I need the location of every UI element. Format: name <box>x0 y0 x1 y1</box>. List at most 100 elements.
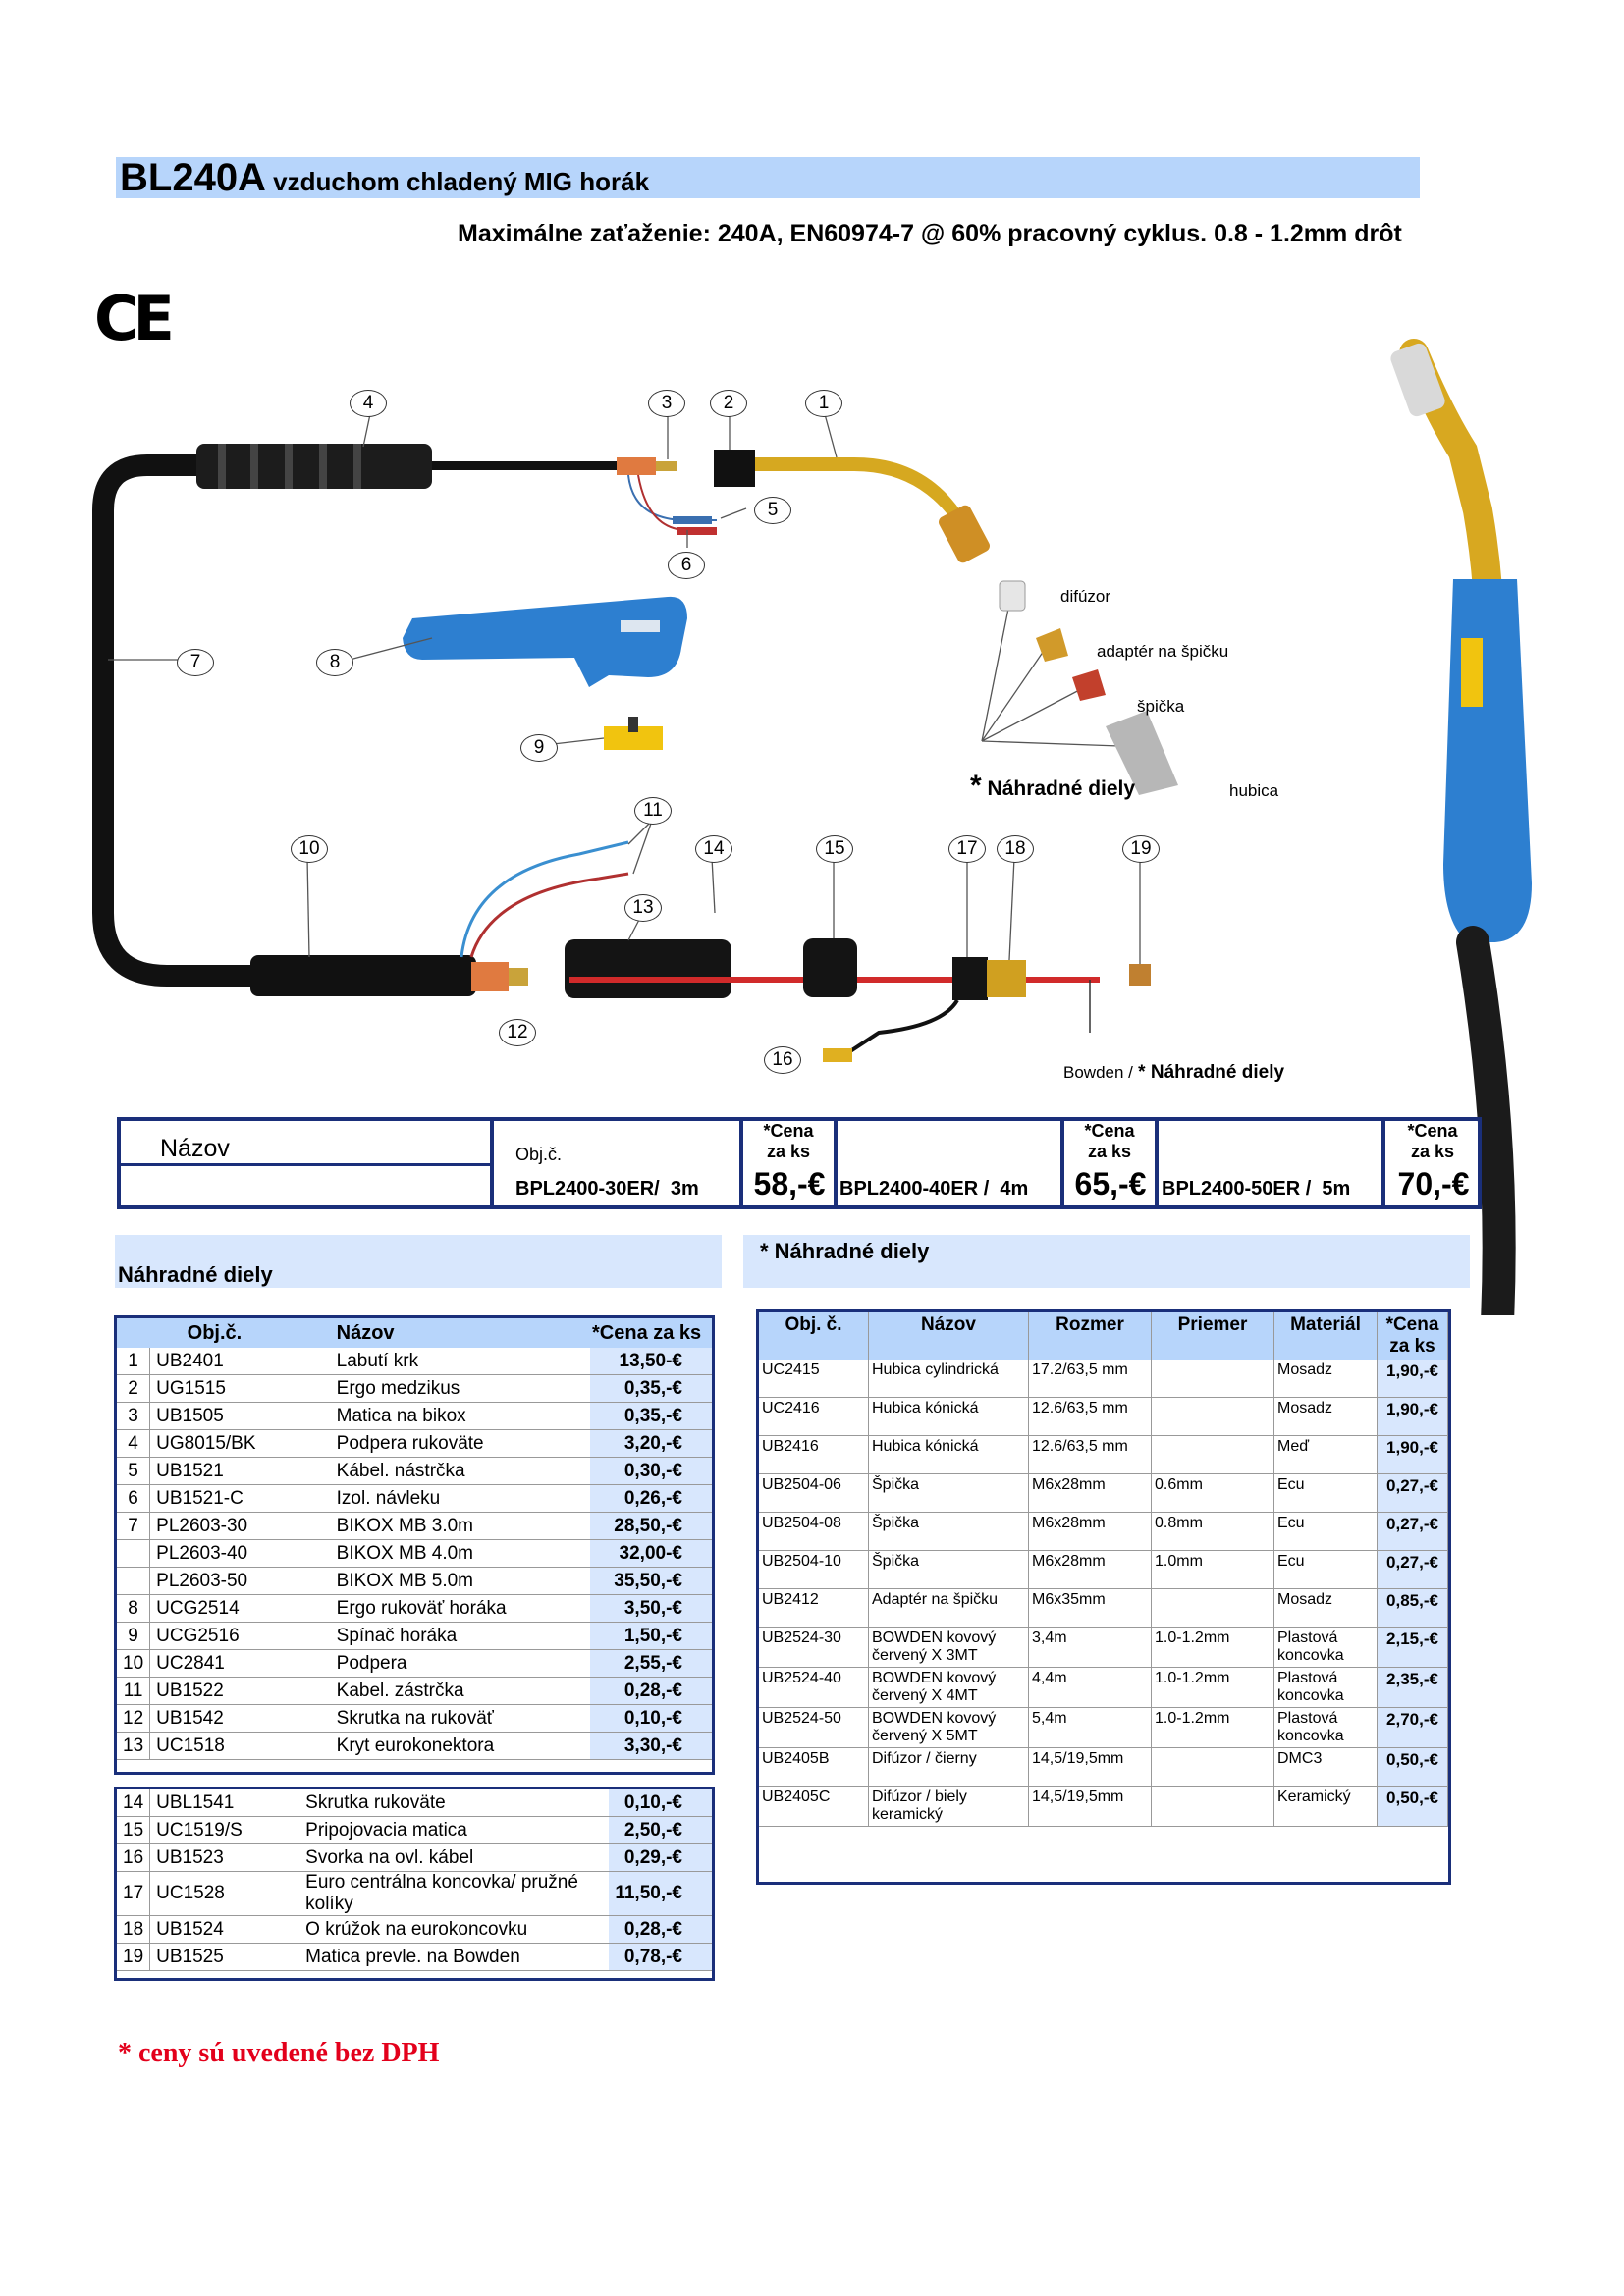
spare-header-price: *Cena za ks <box>1377 1312 1448 1360</box>
cell-name: Difúzor / biely keramický <box>868 1786 1029 1827</box>
cell-name: Špička <box>868 1473 1029 1513</box>
page-title: BL240A vzduchom chladený MIG horák <box>120 157 649 202</box>
cell-name: Skrutka na rukoväť <box>330 1704 590 1733</box>
cell-code: UG8015/BK <box>149 1429 331 1458</box>
callout-11: 11 <box>634 797 672 825</box>
label-bowden-nahradne: * Náhradné diely <box>1132 1062 1285 1083</box>
header-objc: Obj.č. <box>149 1318 331 1348</box>
cell-size: M6x28mm <box>1028 1512 1152 1551</box>
cell-name: BOWDEN kovový červený X 3MT <box>868 1627 1029 1668</box>
product-code-4m: BPL2400-40ER / 4m <box>839 1178 1029 1200</box>
callout-2: 2 <box>710 390 747 417</box>
cell-code: UB2401 <box>149 1348 331 1375</box>
cell-num: 13 <box>117 1732 151 1760</box>
cell-code: PL2603-50 <box>149 1567 331 1595</box>
cell-mat: Keramický <box>1273 1786 1378 1827</box>
divider <box>490 1121 494 1205</box>
cell-name: Izol. návleku <box>330 1484 590 1513</box>
cell-size: 3,4m <box>1028 1627 1152 1668</box>
product-code-5m: BPL2400-50ER / 5m <box>1162 1178 1351 1200</box>
cell-mat: Plastová koncovka <box>1273 1627 1378 1668</box>
price-head-cena: *Cena <box>763 1121 814 1141</box>
cell-num: 14 <box>117 1789 151 1817</box>
cell-mat: Plastová koncovka <box>1273 1667 1378 1708</box>
price-name-label: Názov <box>160 1135 230 1162</box>
label-star: * <box>970 770 982 802</box>
cell-num <box>117 1539 151 1568</box>
cell-num: 4 <box>117 1429 151 1458</box>
cell-price: 0,10,-€ <box>590 1704 712 1733</box>
cell-code: UC2415 <box>759 1360 869 1398</box>
callout-18: 18 <box>997 835 1034 863</box>
cell-code: UB1522 <box>149 1677 331 1705</box>
cell-num: 8 <box>117 1594 151 1623</box>
cell-name: BIKOX MB 3.0m <box>330 1512 590 1540</box>
cell-code: UG1515 <box>149 1374 331 1403</box>
callout-14: 14 <box>695 835 732 863</box>
cell-code: PL2603-40 <box>149 1539 331 1568</box>
cell-name: Euro centrálna koncovka/ pružné kolíky <box>299 1871 610 1916</box>
product-price-4m: 65,-€ <box>1074 1166 1147 1201</box>
label-nahradne-diely: * Náhradné diely <box>970 770 1135 803</box>
product-code-3m: BPL2400-30ER/ 3m <box>515 1178 699 1200</box>
cell-size: 12.6/63,5 mm <box>1028 1435 1152 1474</box>
cell-code: UB2524-50 <box>759 1707 869 1748</box>
cell-name: Podpera rukoväte <box>330 1429 590 1458</box>
cell-mat: Plastová koncovka <box>1273 1707 1378 1748</box>
callout-16: 16 <box>764 1046 801 1074</box>
cell-num: 2 <box>117 1374 151 1403</box>
cell-mat: Meď <box>1273 1435 1378 1474</box>
cell-price: 0,27,-€ <box>1377 1550 1448 1589</box>
cell-name: BOWDEN kovový červený X 5MT <box>868 1707 1029 1748</box>
cell-diam <box>1151 1397 1274 1436</box>
cell-code: UB1542 <box>149 1704 331 1733</box>
cell-name: Spínač horáka <box>330 1622 590 1650</box>
cell-size: 4,4m <box>1028 1667 1152 1708</box>
cell-code: UB2504-08 <box>759 1512 869 1551</box>
cell-code: UB1521 <box>149 1457 331 1485</box>
cell-name: Špička <box>868 1550 1029 1589</box>
cell-price: 32,00-€ <box>590 1539 712 1568</box>
cell-diam: 0.8mm <box>1151 1512 1274 1551</box>
callout-6: 6 <box>668 552 705 579</box>
cell-name: Pripojovacia matica <box>299 1816 610 1844</box>
callout-17: 17 <box>948 835 986 863</box>
spare-header-row: Obj. č. Názov Rozmer Priemer Materiál *C… <box>759 1312 1448 1360</box>
cell-name: BIKOX MB 4.0m <box>330 1539 590 1568</box>
cell-code: UC1528 <box>149 1871 300 1916</box>
cell-name: Ergo medzikus <box>330 1374 590 1403</box>
cell-num: 19 <box>117 1943 151 1971</box>
callout-10: 10 <box>291 835 328 863</box>
cell-name: Špička <box>868 1512 1029 1551</box>
callout-13: 13 <box>624 894 662 922</box>
divider <box>739 1121 743 1205</box>
cell-price: 0,35,-€ <box>590 1402 712 1430</box>
price-head-zaks: za ks <box>766 1142 811 1161</box>
cell-num: 16 <box>117 1843 151 1872</box>
cell-price: 3,20,-€ <box>590 1429 712 1458</box>
cell-price: 0,50,-€ <box>1377 1786 1448 1827</box>
cell-price: 0,50,-€ <box>1377 1747 1448 1787</box>
cell-price: 2,70,-€ <box>1377 1707 1448 1748</box>
cell-code: UB2405C <box>759 1786 869 1827</box>
spare-header-size: Rozmer <box>1028 1312 1152 1360</box>
divider <box>1155 1121 1159 1205</box>
parts-section-bar <box>115 1235 722 1288</box>
cell-diam <box>1151 1588 1274 1628</box>
price-head-cena: *Cena <box>1407 1121 1458 1141</box>
callout-15: 15 <box>816 835 853 863</box>
